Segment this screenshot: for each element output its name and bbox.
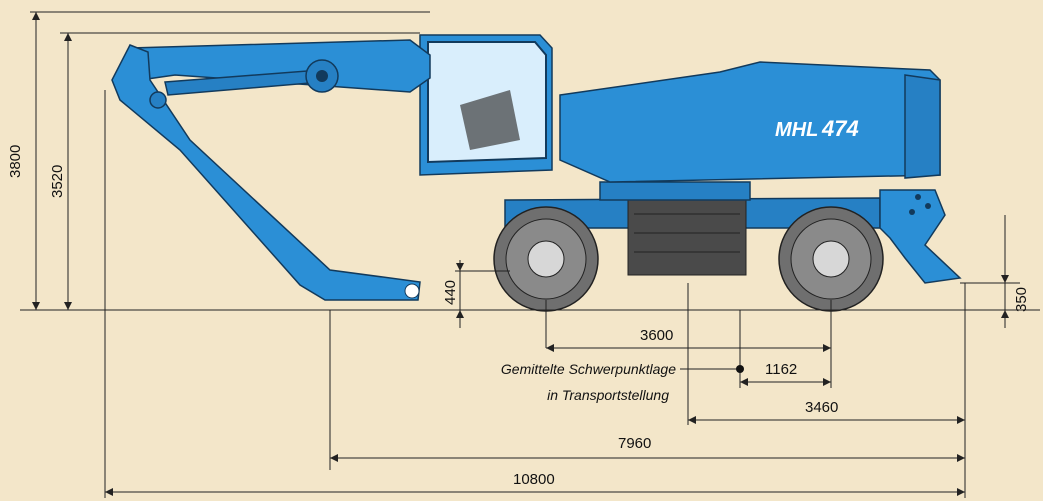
stick-arm	[111, 44, 421, 301]
dim-3800: 3800	[7, 145, 24, 178]
cog-note-line2: in Transportstellung	[547, 387, 669, 403]
center-of-gravity-marker	[736, 365, 744, 373]
dim-1162: 1162	[765, 361, 797, 378]
superstructure	[559, 61, 941, 183]
rear-wheel	[778, 206, 884, 312]
machine-illustration: MHL 474	[111, 34, 962, 312]
front-wheel	[493, 206, 599, 312]
rear-outrigger	[879, 189, 962, 284]
dim-350: 350	[1013, 287, 1030, 312]
dim-3520: 3520	[49, 165, 66, 198]
brand-number: 474	[821, 116, 859, 141]
dim-3460: 3460	[805, 399, 838, 416]
operator-cab	[419, 34, 553, 176]
center-frame	[627, 194, 747, 276]
brand-prefix: MHL	[775, 119, 818, 141]
cog-note-line1: Gemittelte Schwerpunktlage	[501, 361, 676, 377]
dim-10800: 10800	[513, 471, 555, 488]
dim-3600: 3600	[640, 327, 673, 344]
dim-440: 440	[442, 280, 459, 305]
slewing-ring	[599, 181, 751, 201]
dim-7960: 7960	[618, 435, 651, 452]
dimension-lines: 3800 3520 440 350 3600 1162	[7, 11, 1040, 498]
